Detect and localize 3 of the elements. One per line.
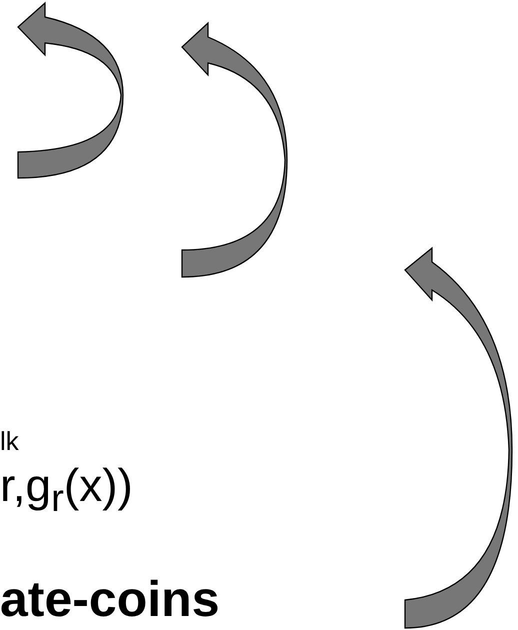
label-text: lk xyxy=(0,428,19,454)
heading-text: ate-coins xyxy=(0,574,220,624)
formula-text: r,g$_{r}$(x)) xyxy=(0,462,133,519)
